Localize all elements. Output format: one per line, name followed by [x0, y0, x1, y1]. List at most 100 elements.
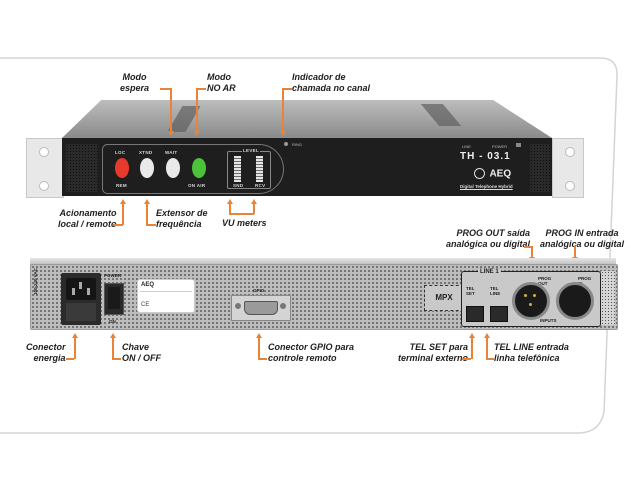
- mpx-slot: MPX: [424, 285, 464, 311]
- annotation-vu-meters: VU meters: [222, 218, 267, 228]
- annotation-modo-espera: Modo espera: [120, 72, 150, 93]
- power-switch[interactable]: [104, 283, 124, 315]
- leader-extensor-v: [146, 203, 148, 225]
- leader-energia: [66, 358, 74, 360]
- line1-group: LINE 1 TEL SET TEL LINE PROG OUT PROG IN…: [461, 269, 601, 327]
- rem-label: REM: [116, 183, 127, 188]
- vu-snd-label: SND: [233, 183, 244, 188]
- xtnd-button[interactable]: [140, 158, 154, 178]
- leader-vu-l: [229, 203, 231, 214]
- leader-chave: [112, 358, 121, 360]
- annotation-modo-no-ar: Modo NO AR: [207, 72, 236, 93]
- ring-label: RING: [292, 142, 302, 147]
- leader-modo-no-ar: [196, 88, 206, 90]
- arrow-tel-set: [468, 333, 475, 338]
- leader-prog-out-v: [531, 246, 533, 258]
- vu-bar-receive: [256, 156, 263, 182]
- wait-label: WAIT: [165, 150, 178, 155]
- arrow-chave: [109, 333, 116, 338]
- loc-button[interactable]: [115, 158, 129, 178]
- on-air-button[interactable]: [192, 158, 206, 178]
- rack-ear-left: [26, 138, 64, 198]
- ce-mark: CE: [141, 302, 150, 308]
- loc-label: LOC: [115, 150, 126, 155]
- card-divider: [140, 291, 192, 292]
- gpio-label: GPIO: [253, 288, 265, 293]
- leader-gpio: [258, 358, 267, 360]
- annotation-prog-out: PROG OUT saída analógica ou digital: [446, 228, 531, 249]
- on-air-label: ON AIR: [188, 183, 206, 188]
- leader-tel-set-v: [471, 337, 473, 359]
- arrow-acionamento: [119, 199, 126, 204]
- xlr-pin: [524, 294, 527, 297]
- tel-set-label: TEL SET: [466, 286, 475, 296]
- speaker-grille-right: [530, 144, 550, 192]
- prog-out-label: PROG OUT: [538, 276, 552, 286]
- annotation-tel-set: TEL SET para terminal externo: [398, 342, 469, 363]
- arrow-tel-line: [483, 333, 490, 338]
- arrow-vu-left: [226, 199, 233, 204]
- power-label: POWER: [492, 144, 508, 149]
- leader-tel-line-v: [486, 337, 488, 359]
- annotation-acionamento: Acionamento local / remoto: [58, 208, 117, 229]
- arrow-modo-no-ar: [193, 131, 200, 136]
- leader-modo-espera: [160, 88, 170, 90]
- annotation-prog-in: PROG IN entrada analógica ou digital: [540, 228, 625, 249]
- serial-label-card: AEQ CE: [137, 279, 195, 313]
- xlr-pin: [529, 303, 532, 306]
- control-panel: LOC XTND WAIT REM ON AIR LEVEL SND RCV: [102, 144, 284, 194]
- annotation-indicador: Indicador de chamada no canal: [292, 72, 371, 93]
- arrow-energia: [71, 333, 78, 338]
- rear-unit-top: [30, 258, 616, 266]
- line1-label: LINE 1: [478, 269, 501, 275]
- tel-line-label: TEL LINE: [490, 286, 501, 296]
- mpx-label: MPX: [435, 293, 453, 302]
- leader-chave-v: [112, 337, 114, 359]
- fuse-holder: [66, 303, 96, 321]
- rack-ear-right: [552, 138, 584, 198]
- card-logo: AEQ: [141, 282, 155, 288]
- annotation-gpio: Conector GPIO para controle remoto: [268, 342, 355, 363]
- arrow-modo-espera: [167, 131, 174, 136]
- leader-vu-h: [229, 213, 254, 215]
- voltage-label: 100-240 VAC: [33, 268, 38, 295]
- leader-prog-in-v: [574, 246, 576, 258]
- annotation-chave: Chave ON / OFF: [122, 342, 161, 363]
- wait-button[interactable]: [166, 158, 180, 178]
- leader-tel-set: [462, 358, 471, 360]
- inputs-label: INPUTS: [540, 318, 557, 323]
- annotation-extensor: Extensor de frequência: [156, 208, 208, 229]
- vu-meters: LEVEL SND RCV: [227, 148, 271, 189]
- prog-in-xlr[interactable]: [556, 282, 594, 320]
- gpio-screw-right: [280, 303, 286, 309]
- model-name: TH - 03.1: [460, 151, 511, 162]
- leader-extensor: [146, 224, 156, 226]
- tel-set-jack[interactable]: [466, 306, 484, 322]
- tel-line-jack[interactable]: [490, 306, 508, 322]
- leader-acionamento: [113, 224, 123, 226]
- power-led: [516, 143, 521, 147]
- gpio-connector[interactable]: [231, 295, 291, 321]
- gpio-shell: [244, 301, 278, 315]
- line-label: LINE: [462, 144, 471, 149]
- aeq-logo-icon: [474, 168, 485, 180]
- rear-panel: 100-240 VAC POWER ON AEQ CE GPIO MPX LIN…: [30, 264, 618, 330]
- xtnd-label: XTND: [139, 150, 153, 155]
- power-socket: [66, 278, 96, 300]
- leader-vu-r: [253, 203, 255, 214]
- power-connector[interactable]: [61, 273, 101, 325]
- rear-on-label: ON: [109, 319, 116, 324]
- arrow-extensor: [143, 199, 150, 204]
- leader-tel-line: [486, 358, 494, 360]
- prog-out-xlr[interactable]: [512, 282, 550, 320]
- xlr-pin: [533, 294, 536, 297]
- leader-acionamento-v: [122, 203, 124, 225]
- pin: [79, 282, 82, 289]
- vu-level-label: LEVEL: [242, 148, 261, 153]
- aeq-logo: AEQ: [474, 165, 511, 183]
- annotation-tel-line: TEL LINE entrada linha telefônica: [494, 342, 569, 363]
- annotation-conector-energia: Conector energia: [26, 342, 66, 363]
- leader-prog-out: [524, 246, 532, 248]
- arrow-vu-right: [250, 199, 257, 204]
